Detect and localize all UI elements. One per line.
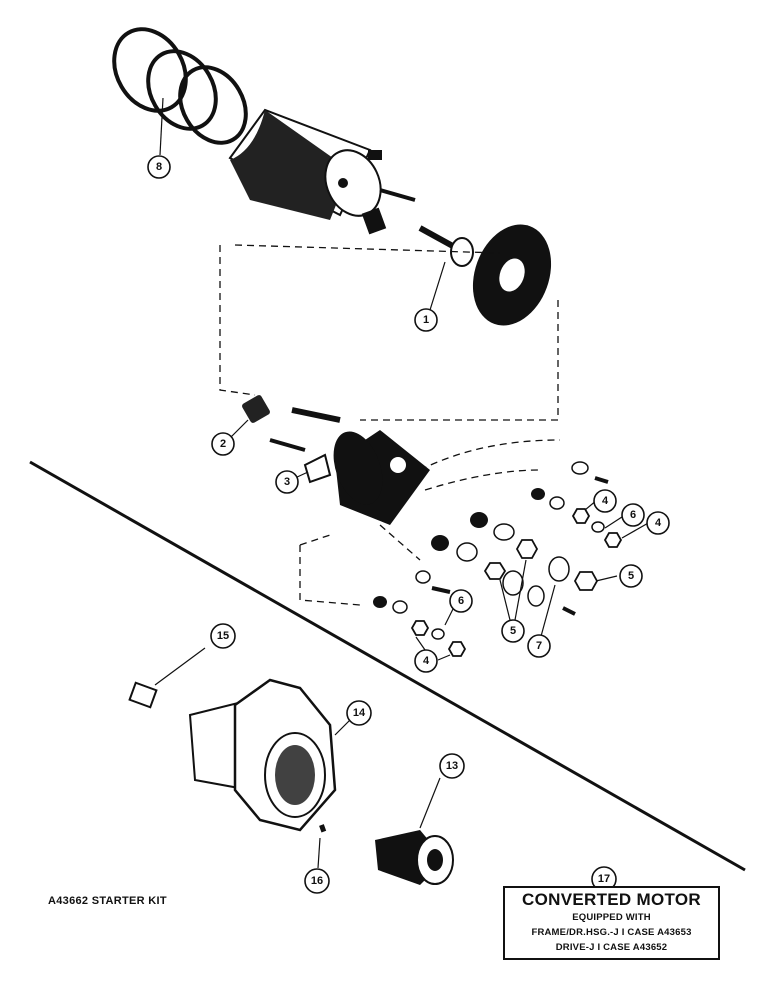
- svg-text:16: 16: [311, 875, 323, 887]
- svg-text:13: 13: [446, 760, 458, 772]
- bolt-icon: [269, 407, 341, 452]
- svg-text:4: 4: [423, 655, 430, 667]
- bushing-icon: [128, 681, 158, 709]
- drive-housing-icon: [188, 678, 337, 832]
- svg-text:14: 14: [353, 707, 366, 719]
- drive-pinion-icon: [375, 830, 454, 885]
- callout-6b: 6: [449, 589, 473, 613]
- terminal-housing-icon: [333, 430, 430, 525]
- callout-8: 8: [147, 155, 171, 179]
- svg-text:15: 15: [217, 630, 229, 642]
- callout-16: 16: [304, 868, 330, 894]
- nuts-icon: [410, 508, 623, 657]
- plunger-icon: [418, 225, 474, 267]
- svg-text:2: 2: [220, 438, 226, 450]
- kit-label: A43662 STARTER KIT: [48, 895, 167, 907]
- callout-7: 7: [527, 634, 551, 658]
- callout-6a: 6: [621, 503, 645, 527]
- callout-2: 2: [211, 432, 235, 456]
- svg-text:6: 6: [458, 595, 464, 607]
- gasket-plate-icon: [472, 224, 552, 326]
- callout-17: 17: [591, 866, 617, 892]
- note-line-3: DRIVE-J I CASE A43652: [555, 942, 668, 953]
- svg-text:17: 17: [598, 873, 610, 885]
- callout-5a: 5: [619, 564, 643, 588]
- svg-text:5: 5: [510, 625, 516, 637]
- callout-5b: 5: [501, 619, 525, 643]
- converted-motor-note: CONVERTED MOTOR EQUIPPED WITH FRAME/DR.H…: [503, 886, 720, 960]
- svg-text:5: 5: [628, 570, 634, 582]
- callout-4a: 4: [593, 489, 617, 513]
- callout-1: 1: [414, 308, 438, 332]
- svg-text:3: 3: [284, 476, 290, 488]
- solenoid-icon: [228, 108, 416, 235]
- pin-icon: [319, 824, 327, 833]
- svg-text:1: 1: [423, 314, 429, 326]
- svg-text:8: 8: [156, 161, 162, 173]
- spring-icon: [242, 395, 270, 423]
- callout-13: 13: [439, 753, 465, 779]
- svg-text:7: 7: [536, 640, 542, 652]
- note-title: CONVERTED MOTOR: [522, 890, 701, 909]
- callout-14: 14: [346, 700, 372, 726]
- divider-line: [29, 460, 746, 872]
- note-line-2: FRAME/DR.HSG.-J I CASE A43653: [531, 927, 692, 938]
- svg-text:4: 4: [602, 495, 609, 507]
- svg-text:4: 4: [655, 517, 662, 529]
- snap-rings-icon: [112, 27, 248, 145]
- svg-text:6: 6: [630, 509, 636, 521]
- washers-icon: [373, 461, 605, 640]
- callout-15: 15: [210, 623, 236, 649]
- note-line-1: EQUIPPED WITH: [572, 912, 651, 923]
- callout-4c: 4: [414, 649, 438, 673]
- callout-4b: 4: [646, 511, 670, 535]
- callout-3: 3: [275, 470, 299, 494]
